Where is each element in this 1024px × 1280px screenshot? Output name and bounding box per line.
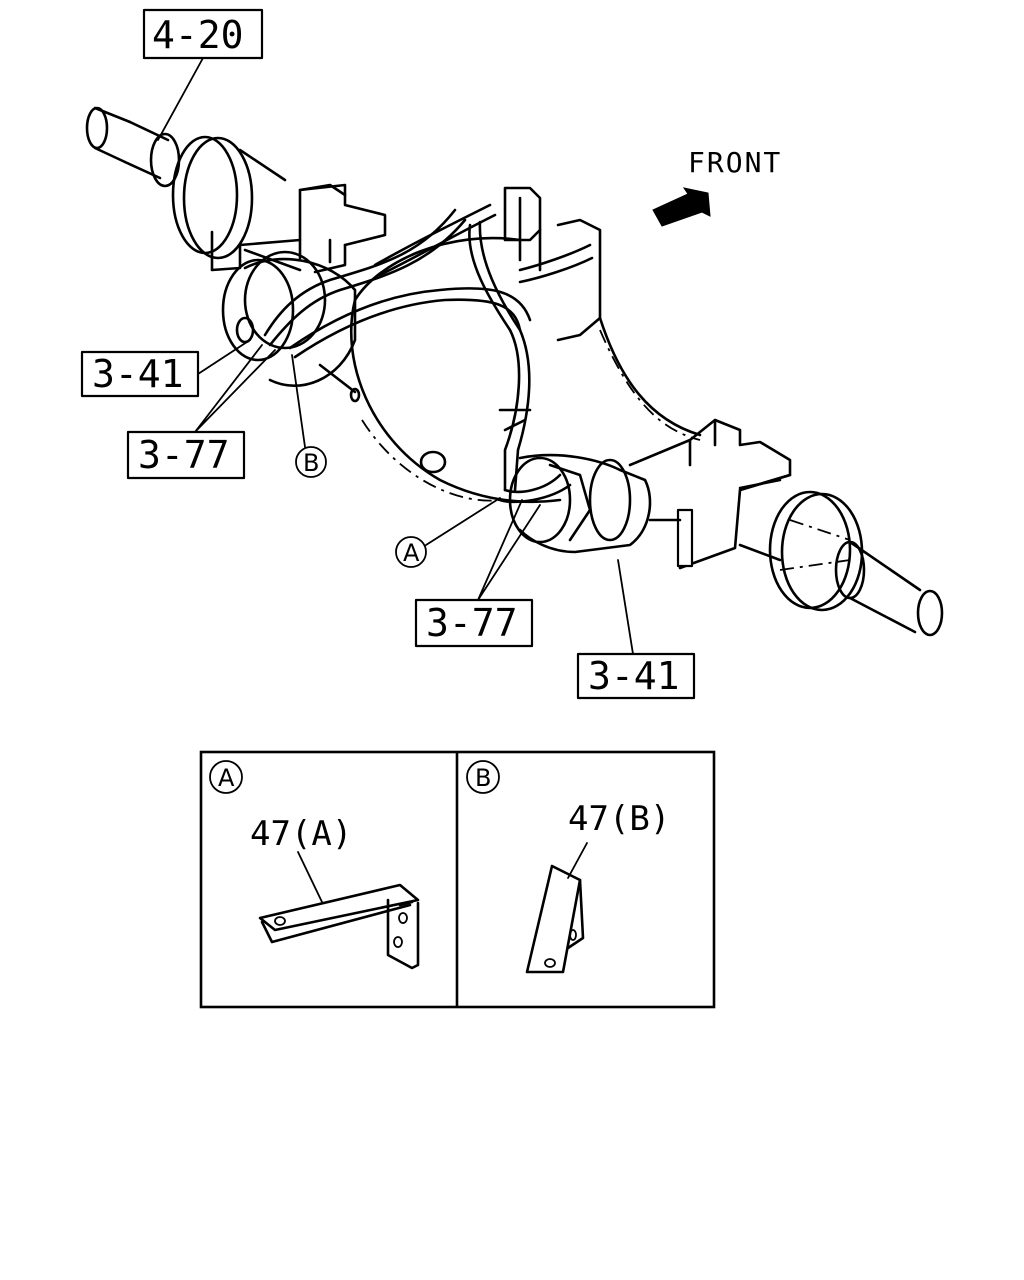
callout-hose-left-label: 3-77 [138,433,230,477]
detail-panel-b-part-label: 47(B) [568,799,670,839]
callout-hose-right-label: 3-77 [426,601,518,645]
axle-housing [210,183,792,570]
front-arrow-icon [652,187,711,227]
callout-brake-chamber-left-label: 3-41 [92,352,184,396]
callout-axle-shaft-label: 4-20 [152,13,244,57]
marker-a: A [395,497,501,568]
callout-brake-chamber-right-label: 3-41 [588,654,680,698]
bracket-a-illustration [258,883,420,970]
marker-a-label: A [403,539,420,567]
detail-panel-b: B 47(B) [466,760,670,974]
air-hoses [263,203,594,504]
detail-panels: A 47(A) B 47(B) [199,750,716,1009]
right-axle-shaft [738,478,944,637]
left-axle-shaft [85,106,302,272]
left-brake-chamber [221,250,361,403]
front-direction-indicator: FRONT [652,146,782,227]
callout-axle-shaft: 4-20 [142,8,264,141]
detail-panel-b-marker: B [475,764,491,792]
marker-b-label: B [303,449,319,477]
callout-brake-chamber-left: 3-41 [80,339,251,398]
right-brake-chamber [508,453,682,554]
bracket-b-illustration [525,864,585,974]
detail-panel-a: A 47(A) [209,760,420,970]
callout-brake-chamber-right: 3-41 [576,559,696,700]
marker-b: B [291,354,327,478]
detail-panel-a-part-label: 47(A) [250,814,352,854]
detail-panel-a-marker: A [218,764,235,792]
callout-hose-right: 3-77 [414,499,541,648]
front-label: FRONT [688,146,782,179]
callout-hose-left: 3-77 [126,344,276,480]
